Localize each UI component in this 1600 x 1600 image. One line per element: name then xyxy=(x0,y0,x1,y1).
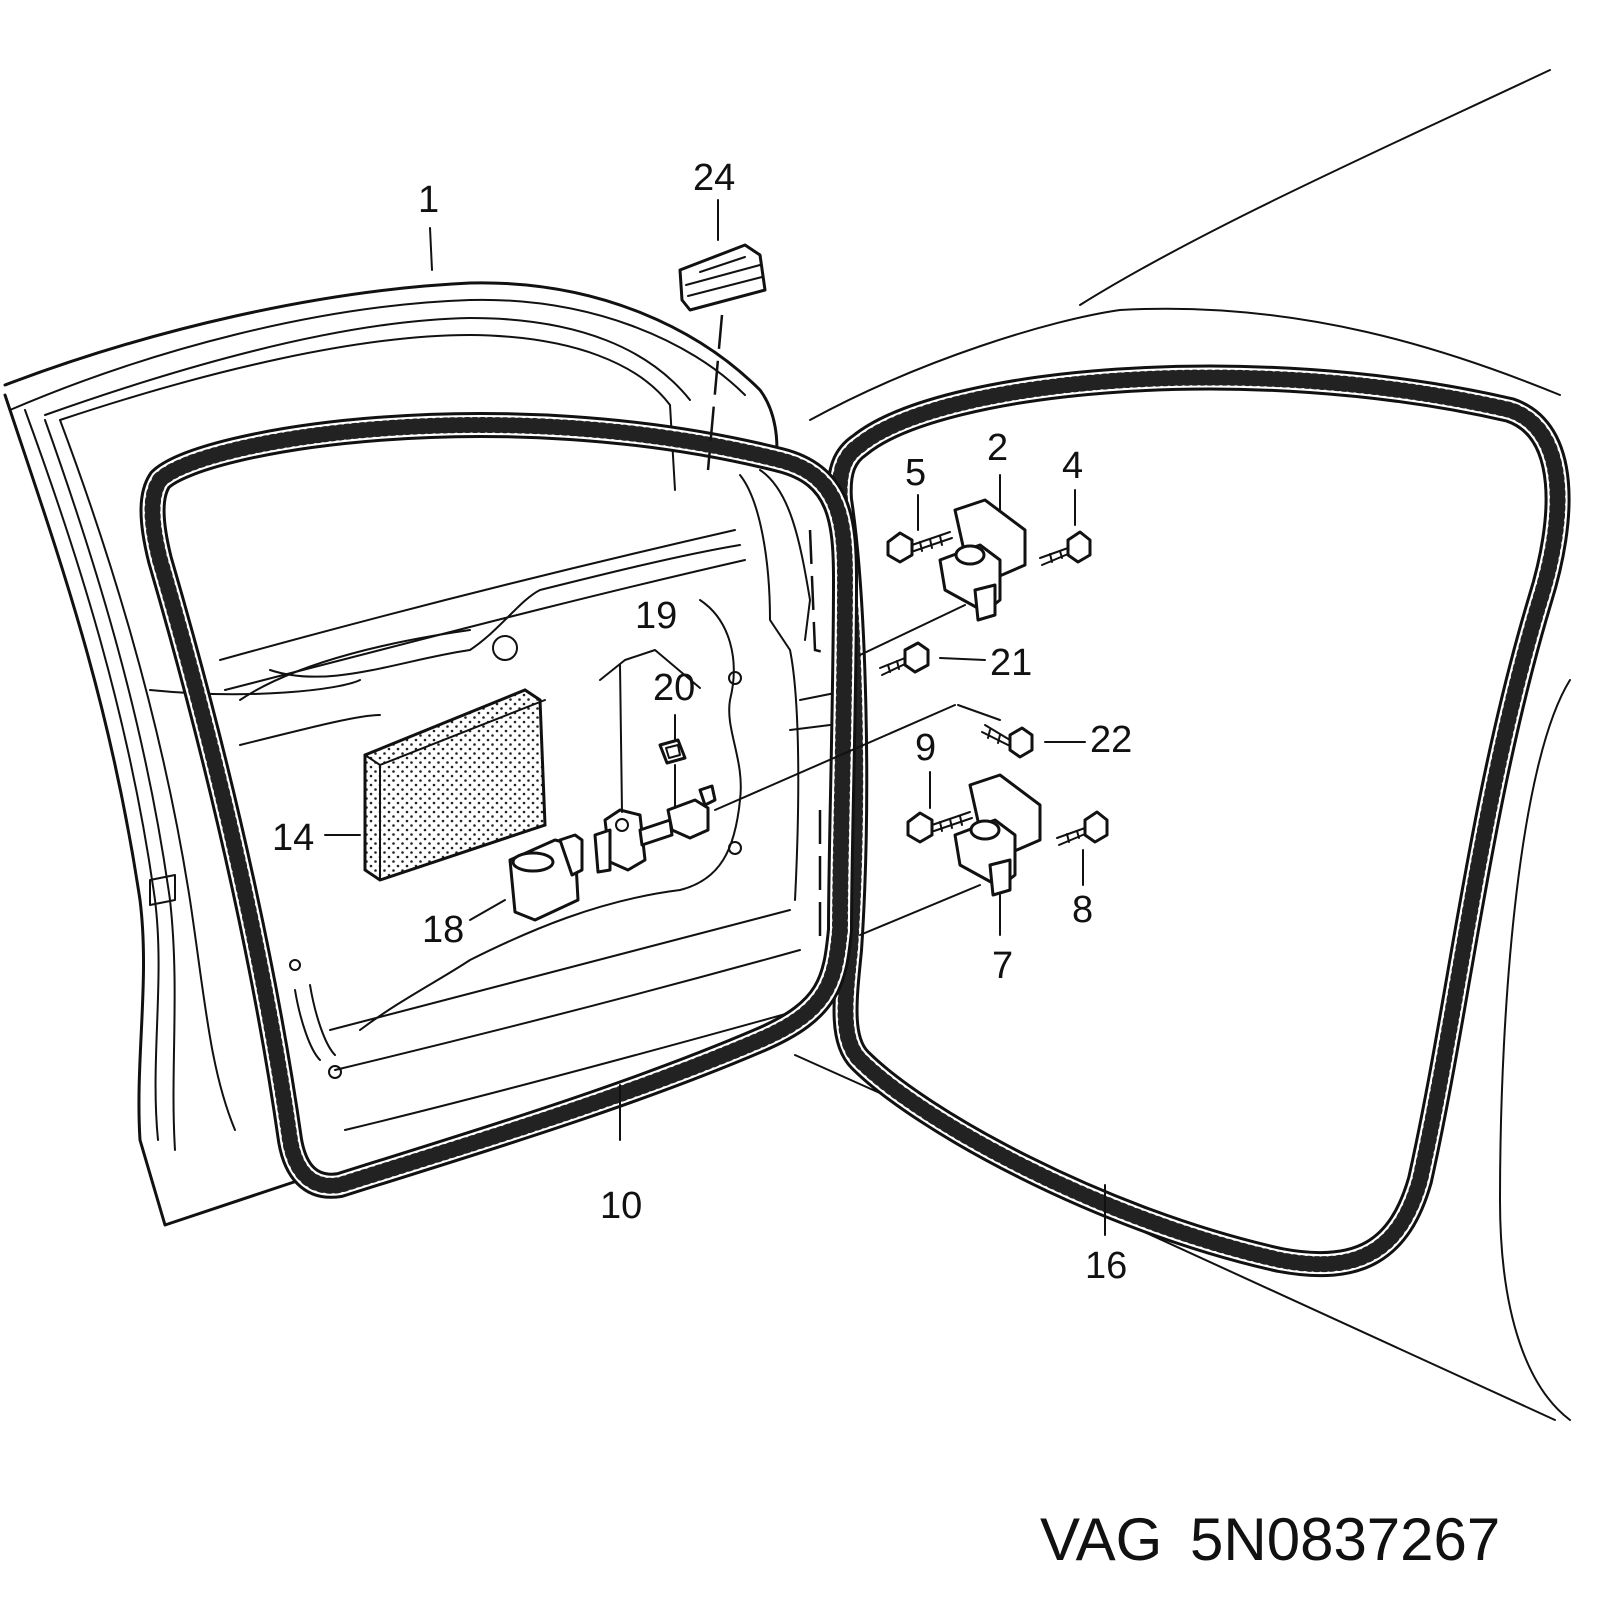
callout-10: 10 xyxy=(600,1185,642,1227)
part-14-pad xyxy=(363,688,547,882)
bolt-4 xyxy=(1039,530,1092,566)
callout-4: 4 xyxy=(1062,445,1083,487)
bolt-22 xyxy=(981,724,1034,759)
callout-5: 5 xyxy=(905,452,926,494)
callout-19: 19 xyxy=(635,595,677,637)
callout-18: 18 xyxy=(422,909,464,951)
leader-lines xyxy=(324,199,1106,1236)
callout-21: 21 xyxy=(990,642,1032,684)
callout-1: 1 xyxy=(418,179,439,221)
bolt-9 xyxy=(906,811,973,844)
upper-hinge xyxy=(938,498,1027,622)
callout-9: 9 xyxy=(915,727,936,769)
lower-hinge xyxy=(953,773,1042,897)
callout-14: 14 xyxy=(272,817,314,859)
callout-24: 24 xyxy=(693,157,735,199)
door-opening-seal xyxy=(826,364,1571,1278)
part-19-check-strap xyxy=(593,704,956,874)
bolt-21 xyxy=(879,641,930,676)
part-20-gasket xyxy=(658,738,687,765)
part-18-latch xyxy=(508,833,584,922)
callout-labels: 1 24 2 5 4 19 20 21 22 9 14 18 8 7 10 16 xyxy=(272,157,1132,1287)
caption-part-number: 5N0837267 xyxy=(1190,1506,1500,1573)
callout-20: 20 xyxy=(653,667,695,709)
callout-2: 2 xyxy=(987,427,1008,469)
car-body-outline xyxy=(794,69,1571,1421)
callout-7: 7 xyxy=(992,945,1013,987)
caption-brand: VAG xyxy=(1040,1506,1162,1573)
callout-22: 22 xyxy=(1090,719,1132,761)
bolt-8 xyxy=(1056,810,1109,846)
bolt-5 xyxy=(886,531,953,564)
callout-8: 8 xyxy=(1072,889,1093,931)
callout-16: 16 xyxy=(1085,1245,1127,1287)
part-24-clip xyxy=(678,243,767,312)
door-seal xyxy=(139,412,858,1199)
